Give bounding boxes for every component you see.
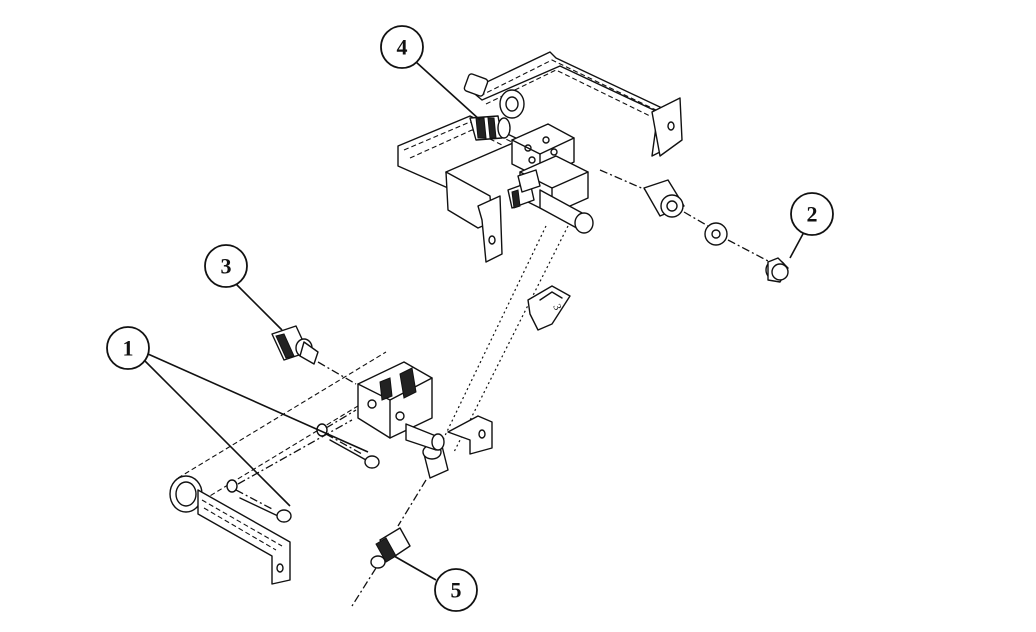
callout-1: 1: [106, 326, 369, 507]
callout-2-label: 2: [807, 202, 818, 227]
right-hardware: [599, 169, 789, 283]
callout-5-label: 5: [451, 578, 462, 603]
callout-3-label: 3: [221, 254, 232, 279]
fitting-part-4: [463, 73, 525, 141]
callout-1-label: 1: [123, 336, 134, 361]
callout-3: 3: [204, 244, 283, 331]
bracket-mark-label: 3: [550, 302, 563, 313]
callout-4-label: 4: [397, 35, 408, 60]
callout-2: 2: [789, 192, 834, 259]
screw-part-1-upper: [316, 423, 380, 469]
callout-5: 5: [393, 555, 478, 612]
cap-screw-part-2: [765, 257, 789, 283]
lower-left-assembly: [169, 325, 493, 585]
fitting-part-3: [271, 325, 319, 365]
callout-4: 4: [380, 25, 481, 121]
screw-part-1-lower: [226, 479, 292, 523]
fitting-part-5: [370, 527, 411, 569]
upper-bracket-assembly: [397, 51, 683, 263]
long-diagonal-shaft: 3: [351, 225, 571, 607]
